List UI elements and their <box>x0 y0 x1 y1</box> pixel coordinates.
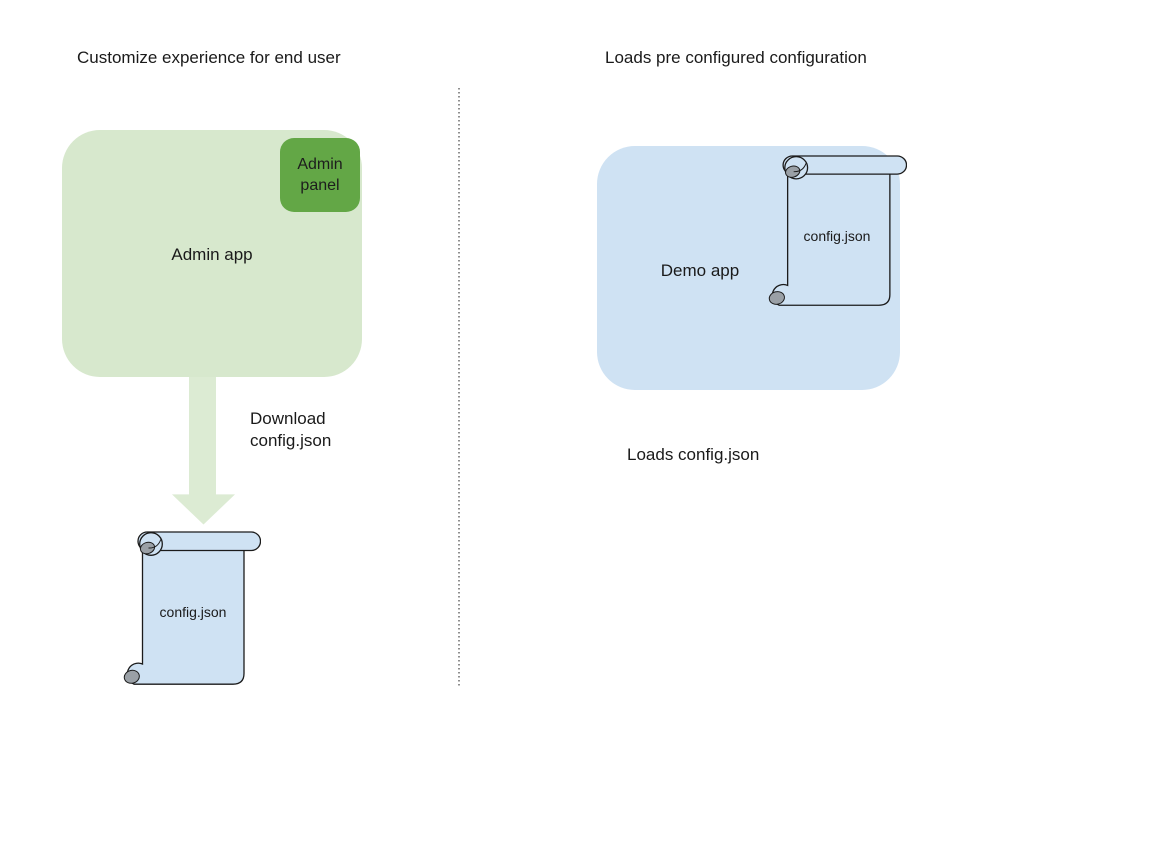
admin-panel-box: Admin panel <box>280 138 360 212</box>
right-section-title: Loads pre configured configuration <box>605 48 867 67</box>
admin-app-label: Admin app <box>171 245 253 264</box>
down-arrow-icon <box>172 377 235 525</box>
scroll-bottom-curl <box>768 291 785 305</box>
config-file-scroll-icon <box>123 531 261 685</box>
config-file-scroll-icon <box>768 155 907 306</box>
config-file-label: config.json <box>803 228 871 244</box>
scroll-bottom-curl <box>123 669 140 684</box>
scroll-roll-spiral <box>148 539 162 549</box>
admin-panel-label: Admin panel <box>297 156 343 194</box>
scroll-roll-spiral <box>793 163 807 173</box>
loads-config-caption: Loads config.json <box>627 445 760 464</box>
section-divider <box>458 88 460 687</box>
scroll-roll-bar <box>137 531 261 552</box>
config-file-label: config.json <box>159 604 227 620</box>
scroll-roll-bar <box>782 155 907 175</box>
left-section-title: Customize experience for end user <box>77 48 341 67</box>
download-config-caption: Download config.json <box>250 409 332 450</box>
scroll-roll-curl <box>785 165 801 178</box>
demo-app-label: Demo app <box>660 261 740 280</box>
scroll-roll-curl <box>139 541 156 555</box>
